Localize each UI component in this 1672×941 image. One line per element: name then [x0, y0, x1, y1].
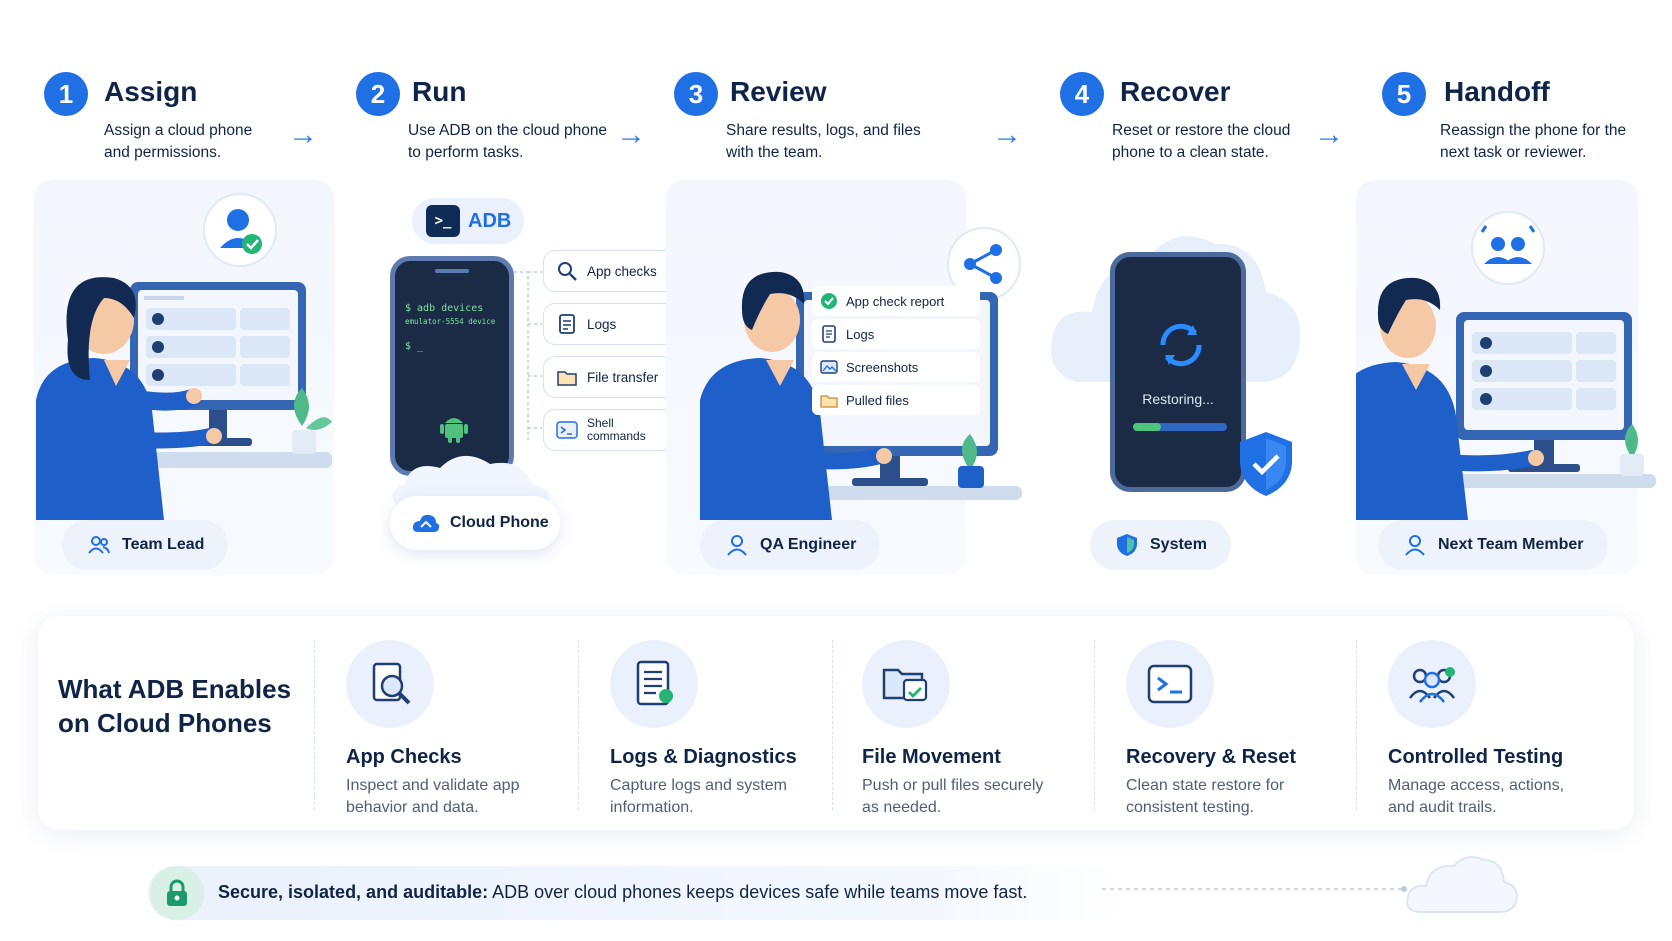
step-number: 1	[44, 72, 88, 116]
review-item-screenshots: Screenshots	[812, 352, 980, 382]
stage-run: 2 Run Use ADB on the cloud phone to perf…	[334, 0, 668, 580]
user-icon	[727, 535, 747, 556]
terminal-icon	[1126, 640, 1214, 728]
shield-icon	[1117, 534, 1137, 556]
terminal-icon: >_	[426, 205, 460, 237]
task-logs: Logs	[543, 303, 679, 345]
feature-recovery-reset: Recovery & Reset Clean state restore for…	[1126, 640, 1366, 819]
feature-file-movement: File Movement Push or pull files securel…	[862, 640, 1102, 819]
restore-progress-track	[1133, 423, 1227, 431]
step-title: Review	[730, 76, 827, 107]
divider	[1356, 640, 1357, 810]
adb-badge: >_ ADB	[412, 198, 524, 244]
folder-icon	[557, 371, 577, 386]
flow-arrow-icon: →	[992, 118, 1022, 151]
image-icon	[820, 360, 838, 374]
security-banner-text: Secure, isolated, and auditable: ADB ove…	[218, 882, 1028, 902]
android-icon	[440, 418, 468, 443]
restoring-status: Restoring...	[1142, 391, 1214, 407]
review-item-app-check-report: App check report	[812, 286, 980, 316]
cloud-phone-label: Cloud Phone	[390, 496, 560, 550]
folder-transfer-icon	[862, 640, 950, 728]
restoring-phone-device: Restoring...	[1110, 252, 1246, 492]
restore-progress-fill	[1133, 423, 1162, 431]
user-icon	[1405, 535, 1425, 556]
panel-title: What ADB Enables on Cloud Phones	[58, 674, 292, 738]
step-number: 3	[674, 72, 718, 116]
divider	[1094, 640, 1095, 810]
document-icon	[559, 314, 575, 334]
step-title: Recover	[1120, 76, 1231, 107]
task-app-checks: App checks	[543, 250, 679, 292]
step-description: Reassign the phone for the next task or …	[1440, 122, 1627, 161]
role-system: System	[1090, 520, 1231, 570]
folder-icon	[820, 395, 838, 408]
flow-arrow-icon: →	[288, 118, 318, 151]
task-shell-commands: Shell commands	[543, 409, 679, 451]
assign-illustration	[36, 193, 332, 520]
stage-recover: 4 Recover Reset or restore the cloud pho…	[1040, 0, 1374, 580]
step-description: Share results, logs, and files with the …	[726, 122, 921, 161]
search-icon	[558, 262, 577, 281]
step-title: Assign	[104, 76, 198, 107]
cloud-phone-device: $ adb devices emulator-5554 device $ _	[390, 256, 514, 476]
step-description: Reset or restore the cloud phone to a cl…	[1112, 122, 1291, 161]
check-circle-icon	[821, 293, 837, 309]
role-qa-engineer: QA Engineer	[700, 520, 881, 570]
phone-speaker	[435, 269, 469, 273]
divider	[832, 640, 833, 810]
step-number: 4	[1060, 72, 1104, 116]
security-banner	[148, 866, 1128, 920]
cloud-icon	[412, 514, 440, 532]
shield-check-icon	[1240, 432, 1292, 496]
terminal-line: $ adb devices	[405, 303, 484, 314]
flow-arrow-icon: →	[616, 118, 646, 151]
role-team-lead: Team Lead	[62, 520, 229, 570]
document-icon	[822, 325, 836, 343]
review-item-logs: Logs	[812, 319, 980, 349]
step-title: Run	[412, 76, 467, 107]
terminal-line: $ _	[405, 341, 424, 352]
step-title: Handoff	[1444, 76, 1550, 107]
feature-logs-diagnostics: Logs & Diagnostics Capture logs and syst…	[610, 640, 850, 819]
terminal-line: emulator-5554 device	[405, 317, 496, 326]
review-item-pulled-files: Pulled files	[812, 385, 980, 415]
divider	[578, 640, 579, 810]
terminal-icon	[556, 421, 578, 439]
dashed-connector-line	[1102, 886, 1407, 892]
magnifier-document-icon	[346, 640, 434, 728]
flow-arrow-icon: →	[1314, 118, 1344, 151]
step-description: Use ADB on the cloud phone to perform ta…	[408, 122, 608, 161]
divider	[314, 640, 315, 810]
cloud-icon	[1406, 856, 1518, 913]
capabilities-panel	[38, 616, 1634, 830]
feature-controlled-testing: Controlled Testing Manage access, action…	[1388, 640, 1628, 819]
role-next-team-member: Next Team Member	[1378, 520, 1608, 570]
step-description: Assign a cloud phone and permissions.	[104, 122, 253, 161]
task-file-transfer: File transfer	[543, 356, 679, 398]
refresh-icon	[1160, 323, 1202, 367]
lock-icon	[150, 866, 204, 920]
team-icon	[1388, 640, 1476, 728]
step-number: 5	[1382, 72, 1426, 116]
stage-assign: 1 Assign Assign a cloud phone and permis…	[0, 0, 334, 580]
log-document-icon	[610, 640, 698, 728]
handoff-illustration	[1356, 211, 1656, 520]
step-number: 2	[356, 72, 400, 116]
task-connector-lines	[514, 271, 542, 440]
users-icon	[88, 536, 110, 554]
